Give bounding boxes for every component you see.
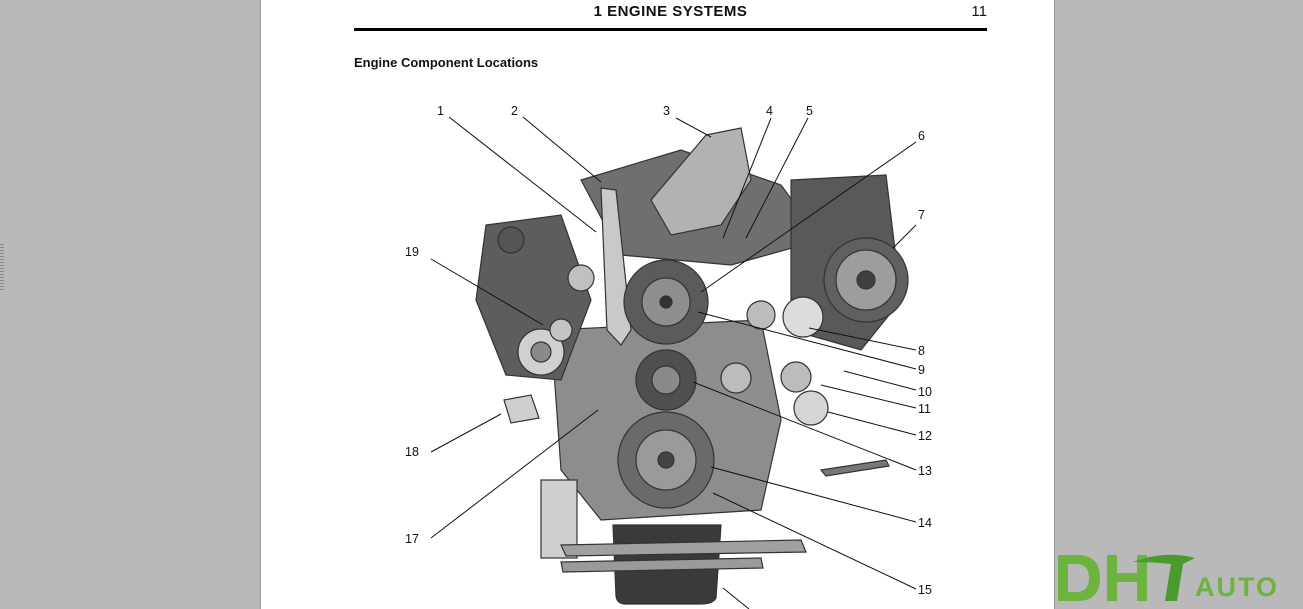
engine-illustration: [475, 127, 909, 605]
callout-1: 1: [437, 104, 444, 118]
callout-5: 5: [806, 104, 813, 118]
callout-9: 9: [918, 363, 925, 377]
chapter-title: 1 ENGINE SYSTEMS: [593, 3, 748, 20]
logo-wordmark: AUTO: [1195, 572, 1279, 602]
callout-8: 8: [918, 344, 925, 358]
callout-4: 4: [766, 104, 773, 118]
callout-6: 6: [918, 129, 925, 143]
engine-diagram: 1 2 3 4 5 6 7 8 9 10 11 12 13 14 15 17 1…: [405, 104, 932, 609]
dhtauto-logo: AUTO: [1058, 554, 1279, 602]
callout-15: 15: [918, 583, 932, 597]
section-heading: Engine Component Locations: [354, 55, 539, 70]
callout-14: 14: [918, 516, 932, 530]
callout-13: 13: [918, 464, 932, 478]
page-header: 1 ENGINE SYSTEMS 11: [354, 2, 987, 31]
scrollbar-grip[interactable]: [0, 244, 4, 290]
document-page: 1 ENGINE SYSTEMS 11 Engine Component Loc…: [260, 0, 1055, 609]
callout-18: 18: [405, 445, 419, 459]
callout-11: 11: [918, 402, 931, 416]
callout-7: 7: [918, 208, 925, 222]
page-number: 11: [971, 3, 987, 20]
leader-lines: [430, 116, 917, 609]
callout-17: 17: [405, 532, 419, 546]
callout-2: 2: [511, 104, 518, 118]
callout-3: 3: [663, 104, 670, 118]
callout-19: 19: [405, 245, 419, 259]
callout-10: 10: [918, 385, 932, 399]
callout-12: 12: [918, 429, 932, 443]
